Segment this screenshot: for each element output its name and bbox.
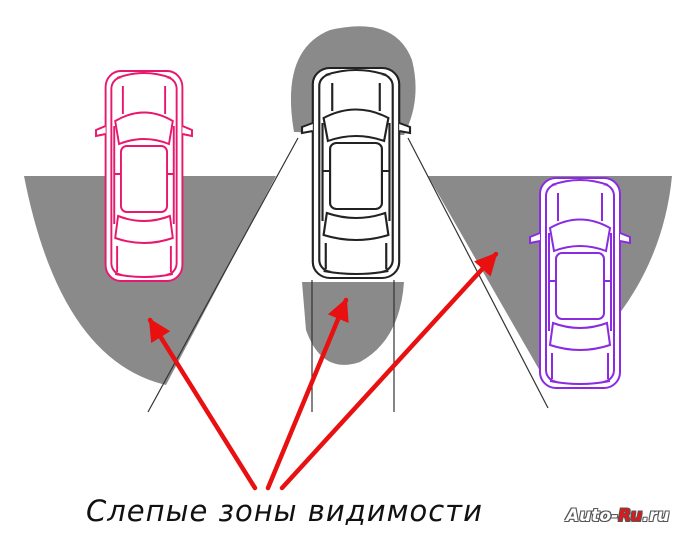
arrows	[147, 251, 499, 491]
blind-zone-rear	[302, 282, 404, 365]
car-right	[529, 177, 631, 389]
watermark-accent: Ru	[618, 506, 643, 526]
car-left	[95, 70, 193, 282]
arrow-center	[265, 297, 349, 491]
car-center	[300, 66, 412, 280]
watermark-after: .ru	[642, 506, 670, 526]
watermark-before: Auto-	[566, 506, 619, 526]
caption: Слепые зоны видимости	[86, 494, 483, 528]
arrow-right	[279, 251, 499, 491]
arrow-left	[147, 317, 258, 491]
watermark-logo: Auto-Ru.ru	[566, 506, 669, 526]
